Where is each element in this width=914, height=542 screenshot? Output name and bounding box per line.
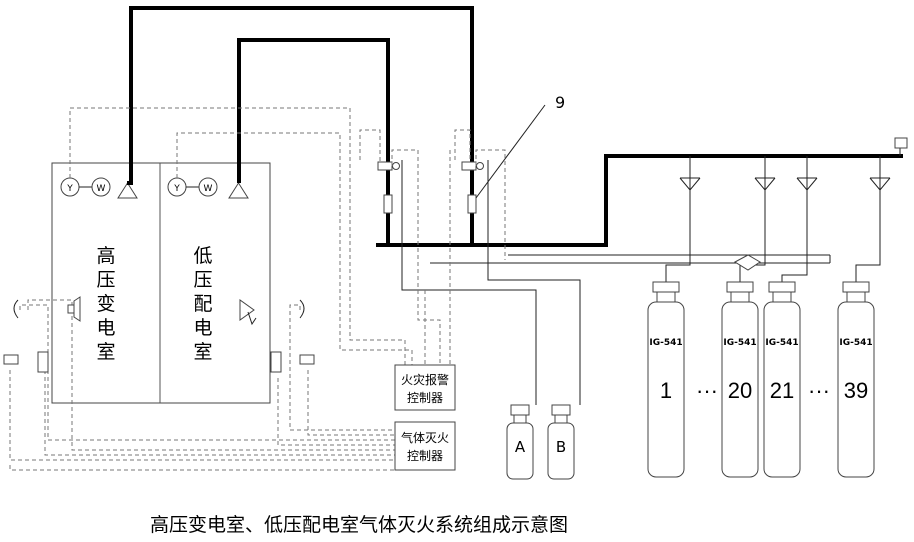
svg-text:Y: Y xyxy=(173,184,180,194)
detector-group-left: Y W xyxy=(60,177,111,197)
nozzle-icon xyxy=(228,182,249,199)
nozzle-icon xyxy=(117,182,138,199)
svg-text:气体灭火: 气体灭火 xyxy=(401,430,449,445)
agent-cylinder-21: IG-541 21 xyxy=(763,281,801,478)
alarm-bell-icon xyxy=(13,299,19,319)
svg-text:B: B xyxy=(556,438,566,456)
ellipsis-right: ··· xyxy=(808,378,830,403)
agent-cylinder-20: IG-541 20 xyxy=(721,281,759,478)
release-switch-icon xyxy=(270,351,282,373)
svg-text:室: 室 xyxy=(96,341,115,363)
svg-text:21: 21 xyxy=(770,378,794,403)
svg-text:电: 电 xyxy=(96,317,115,339)
svg-text:压: 压 xyxy=(96,269,115,291)
ellipsis-left: ··· xyxy=(696,378,718,403)
discharge-pipes xyxy=(127,6,903,247)
manual-button-icon xyxy=(299,354,315,365)
fire-alarm-controller: 火灾报警 控制器 xyxy=(394,364,456,411)
svg-text:火灾报警: 火灾报警 xyxy=(401,372,449,387)
pilot-cylinder-a: A xyxy=(506,404,534,480)
selector-valves xyxy=(377,161,484,214)
svg-text:39: 39 xyxy=(844,378,868,403)
svg-text:A: A xyxy=(515,438,526,456)
svg-text:IG-541: IG-541 xyxy=(839,338,872,348)
svg-text:配: 配 xyxy=(193,293,212,315)
svg-text:IG-541: IG-541 xyxy=(765,338,798,348)
room-label-low-voltage: 低 压 配 电 室 xyxy=(193,245,212,363)
svg-text:IG-541: IG-541 xyxy=(649,338,682,348)
speaker-icon xyxy=(67,304,75,314)
connection-pipes xyxy=(386,137,908,405)
svg-text:室: 室 xyxy=(193,341,212,363)
svg-text:电: 电 xyxy=(193,317,212,339)
room-label-high-voltage: 高 压 变 电 室 xyxy=(96,245,115,363)
svg-text:压: 压 xyxy=(193,269,212,291)
callout-number: 9 xyxy=(555,93,565,112)
strobe-icon xyxy=(239,299,255,321)
agent-cylinder-39: IG-541 39 xyxy=(837,281,875,478)
check-valve-icons xyxy=(679,177,891,271)
smoke-detector-label: Y xyxy=(66,184,73,194)
pressure-switch-icon xyxy=(894,137,908,149)
svg-text:变: 变 xyxy=(96,293,115,315)
svg-text:W: W xyxy=(204,184,213,194)
svg-text:控制器: 控制器 xyxy=(407,449,443,463)
agent-cylinder-1: IG-541 1 xyxy=(647,281,685,478)
svg-text:1: 1 xyxy=(660,378,672,403)
field-devices xyxy=(3,296,315,373)
callout-leader xyxy=(475,104,546,199)
svg-text:20: 20 xyxy=(728,378,752,403)
svg-text:高: 高 xyxy=(96,245,115,267)
alarm-bell-icon xyxy=(299,299,305,319)
release-switch-icon xyxy=(37,351,49,373)
svg-text:低: 低 xyxy=(193,245,212,267)
room-outline xyxy=(51,162,271,404)
diagram-caption: 高压变电室、低压配电室气体灭火系统组成示意图 xyxy=(150,514,568,536)
signal-wiring xyxy=(9,107,506,471)
svg-text:控制器: 控制器 xyxy=(407,391,443,405)
heat-detector-label: W xyxy=(97,184,106,194)
pilot-cylinder-b: B xyxy=(547,404,575,480)
manual-button-icon xyxy=(3,354,19,365)
svg-text:IG-541: IG-541 xyxy=(723,338,756,348)
gas-extinguish-controller: 气体灭火 控制器 xyxy=(394,421,456,471)
